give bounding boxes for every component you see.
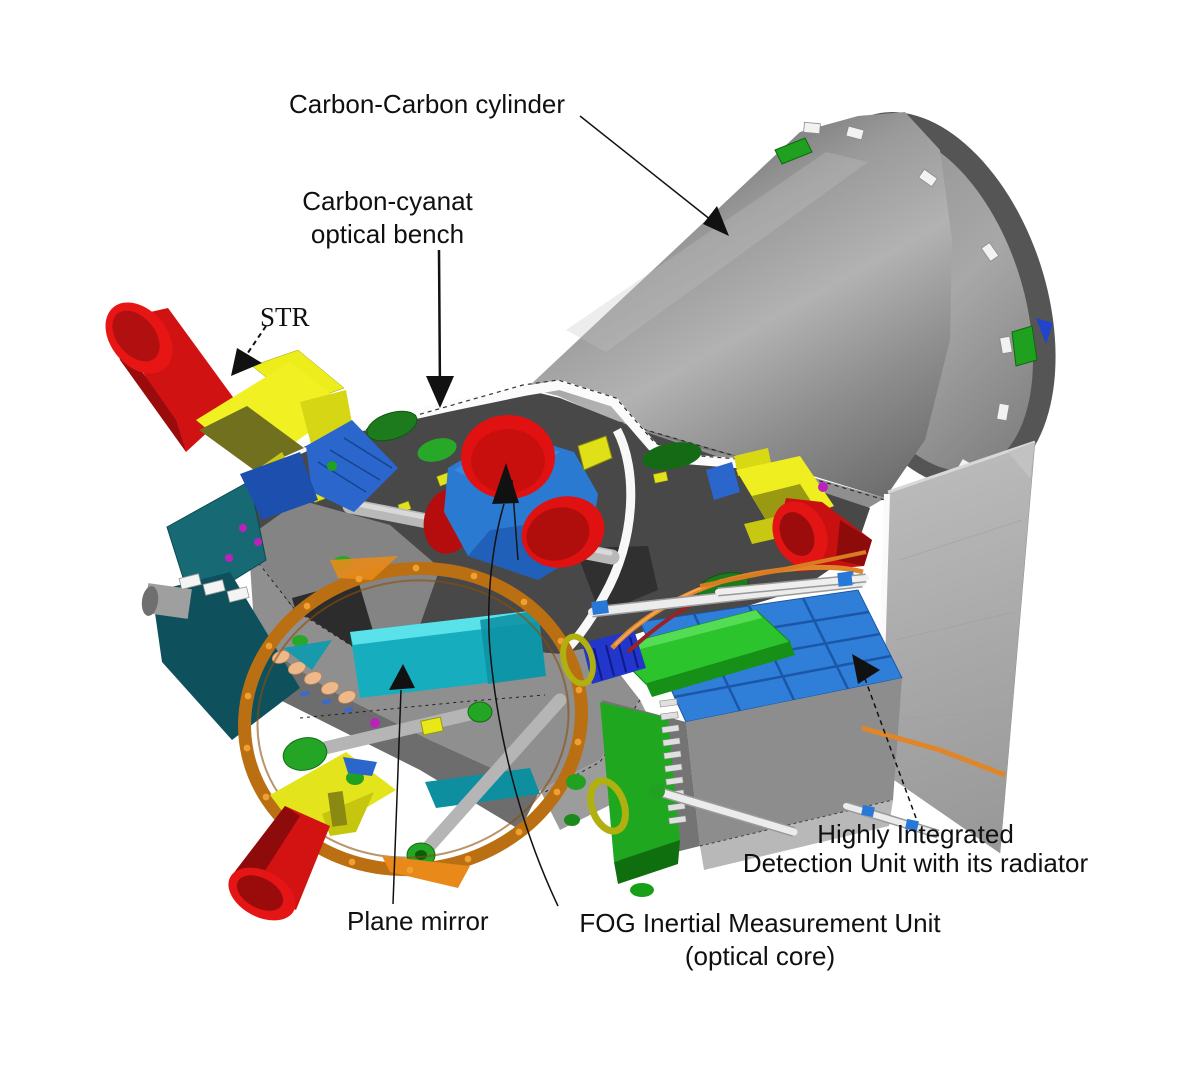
leader-str (242, 325, 267, 361)
detection-unit (560, 589, 903, 897)
label-str: STR (260, 302, 310, 332)
olive-ring-lower (587, 777, 629, 835)
leader-detection-unit (863, 675, 917, 819)
arrowhead-optical-bench (426, 376, 454, 408)
white-strut-c (656, 788, 798, 836)
cylinder-rim-tabs (803, 121, 1013, 478)
str-right-magenta-dot (818, 482, 828, 492)
str-blue-bracket (306, 420, 398, 512)
cylinder-green-bracket-right (1011, 325, 1038, 367)
leader-plane-mirror (392, 689, 402, 905)
orange-pipe-2 (699, 550, 867, 588)
plane-mirror-left-wedge (283, 640, 332, 670)
str-right-blue-bracket (706, 462, 740, 500)
label-detection-unit-line2: Detection Unit with its radiator (742, 848, 1089, 878)
leader-optical-bench (437, 249, 442, 393)
baffle-blue-fitting (343, 757, 377, 776)
baffle-bottom-left (228, 752, 396, 921)
arrowhead-fog-imu (492, 463, 519, 504)
strut-yellow-clamp (420, 716, 444, 736)
str-blue-base (240, 452, 318, 520)
label-optical-bench-line2: optical bench (310, 219, 465, 249)
bench-blue-dashes (299, 690, 354, 713)
bench-white-tabs (178, 573, 250, 603)
bench-white-strip-right (562, 427, 636, 654)
label-detection-unit: Highly Integrated Detection Unit with it… (693, 820, 1138, 878)
ring-top-plate (330, 556, 398, 580)
cylinder-green-bracket-top (774, 137, 813, 165)
radiator-panel (879, 441, 1036, 854)
leader-lines (231, 115, 917, 907)
detection-unit-green-pcb (600, 702, 680, 862)
plane-mirror (283, 610, 546, 808)
bench-slope-face (213, 500, 440, 645)
str-box-dark-face (199, 406, 304, 470)
bench-tan-pads (271, 650, 357, 704)
label-carbon-carbon-cylinder: Carbon-Carbon cylinder (289, 89, 566, 119)
cylinder-body (527, 112, 952, 498)
label-optical-bench-line1: Carbon-cyanat (302, 186, 473, 216)
cylinder-blue-wedge (1036, 318, 1053, 344)
radiator (876, 440, 1036, 854)
label-plane-mirror: Plane mirror (347, 906, 489, 936)
label-detection-unit-line1: Highly Integrated (817, 819, 1014, 849)
olive-ring-upper (560, 633, 596, 687)
struts-and-pipes (588, 550, 1006, 839)
arrowhead-plane-mirror (389, 664, 415, 690)
label-fog-imu: FOG Inertial Measurement Unit (optical c… (560, 907, 960, 973)
ring-bottom-plate (382, 856, 470, 888)
leader-carbon-cylinder (579, 115, 717, 225)
imu-yellow-connector (577, 435, 613, 471)
strut-blue-clamp (591, 599, 609, 616)
bench-teal-panel-lower (152, 572, 300, 740)
str-right-assembly (706, 448, 872, 572)
cylinder-highlight-band (566, 152, 868, 352)
arrowhead-str (231, 348, 262, 376)
leader-fog-imu (488, 503, 559, 907)
label-optical-bench: Carbon-cyanat optical bench (280, 185, 495, 251)
white-strut-d (843, 803, 941, 837)
label-fog-imu-line2: (optical core) (684, 941, 836, 971)
strut-green-cap (282, 737, 328, 771)
arrowhead-carbon-cylinder (703, 206, 729, 236)
fog-imu (423, 415, 613, 580)
blue-ribbed-connector (582, 630, 646, 684)
mirror-mount-ring (238, 556, 588, 888)
label-fog-imu-line1: FOG Inertial Measurement Unit (579, 908, 941, 938)
arrowhead-detection-unit (852, 654, 880, 684)
str-assembly (105, 302, 398, 520)
orange-pipe-3 (861, 725, 1006, 778)
